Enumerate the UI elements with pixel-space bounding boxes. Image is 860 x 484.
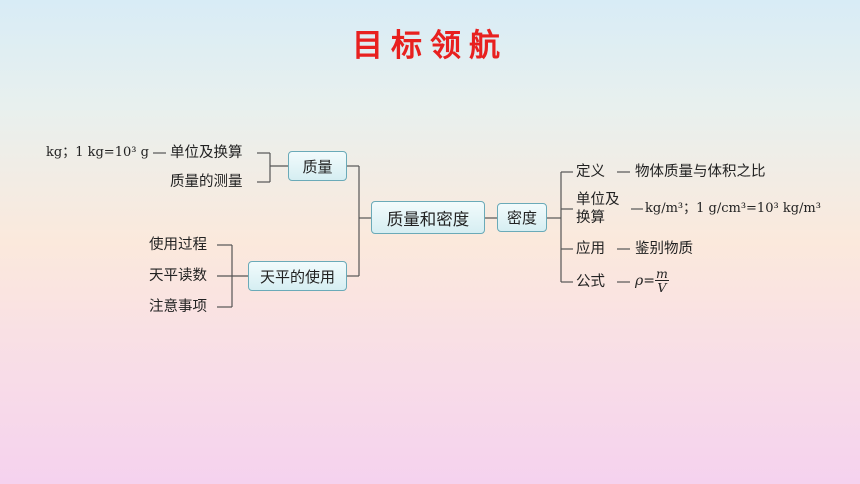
formula-numerator: m: [654, 266, 669, 281]
density-unit-label-line2: 换算: [576, 210, 605, 226]
balance-node: 天平的使用: [248, 261, 347, 291]
formula-denominator: V: [657, 280, 667, 295]
mass-measure-label: 质量的测量: [170, 174, 243, 190]
density-definition-value: 物体质量与体积之比: [635, 164, 766, 180]
balance-item-process: 使用过程: [149, 237, 207, 253]
mass-unit-value: kg；1 kg=10³ g: [46, 145, 149, 160]
density-formula: ρ= m V: [635, 267, 669, 294]
density-application-label: 应用: [576, 241, 605, 257]
density-node: 密度: [497, 203, 547, 232]
balance-item-reading: 天平读数: [149, 268, 207, 284]
mass-unit-label: 单位及换算: [170, 145, 243, 161]
mass-node: 质量: [288, 151, 347, 181]
density-formula-label: 公式: [576, 274, 605, 290]
formula-fraction: m V: [654, 266, 669, 295]
page-title: 目标领航: [352, 28, 508, 64]
root-node: 质量和密度: [371, 201, 485, 234]
density-unit-value: kg/m³；1 g/cm³=10³ kg/m³: [645, 201, 821, 216]
density-application-value: 鉴别物质: [635, 241, 693, 257]
density-unit-label-line1: 单位及: [576, 192, 620, 208]
density-definition-label: 定义: [576, 164, 605, 180]
formula-lhs: ρ=: [635, 272, 655, 289]
balance-item-notes: 注意事项: [149, 299, 207, 315]
